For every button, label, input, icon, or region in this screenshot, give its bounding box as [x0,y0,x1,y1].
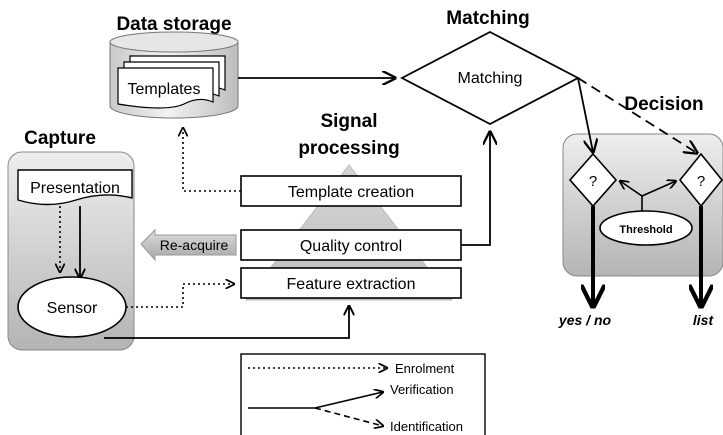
capture-title: Capture [24,128,96,149]
matching-diamond [400,30,580,126]
re-acquire-label: Re-acquire [160,237,229,253]
presentation-label: Presentation [30,180,120,197]
matching-label: Matching [458,70,523,87]
quality-control-label: Quality control [300,238,402,255]
decision-right-label: ? [697,173,705,190]
arrow-sensor-to-feature-solid [104,306,349,339]
templates-stack: Templates [117,55,226,109]
legend-identification-label: Identification [390,419,463,434]
signal-processing-title-2: processing [298,138,399,159]
legend-identification-line [314,407,383,426]
arrow-template-creation-to-storage [183,128,241,192]
yes-no-output: yes / no [558,312,612,328]
threshold-ellipse [599,210,693,246]
template-creation-label: Template creation [288,184,414,201]
arrow-quality-to-matching [461,132,490,246]
legend-verification-label: Verification [390,382,454,397]
arrow-sensor-to-feature-dotted [126,284,234,308]
decision-left-label: ? [589,173,597,190]
threshold-label: Threshold [619,224,672,236]
feature-extraction-box [240,267,462,299]
list-output: list [693,312,715,328]
arrow-matching-to-decision-left [577,77,593,152]
matching-title: Matching [446,8,529,29]
arrow-threshold-to-decision-right [641,181,676,197]
re-acquire-arrow: Re-acquire [140,228,237,262]
quality-control-box [240,229,462,261]
sensor-label: Sensor [47,300,98,317]
signal-processing-title-1: Signal [320,111,377,132]
feature-extraction-label: Feature extraction [287,276,416,293]
data-storage-title: Data storage [116,14,231,35]
template-creation-box [240,175,462,207]
arrow-matching-to-decision-right [577,77,697,153]
legend-enrolment-label: Enrolment [395,361,455,376]
legend-verification-line [314,392,383,409]
templates-label: Templates [128,81,201,98]
presentation-shape [17,169,133,206]
decision-title: Decision [624,94,703,115]
